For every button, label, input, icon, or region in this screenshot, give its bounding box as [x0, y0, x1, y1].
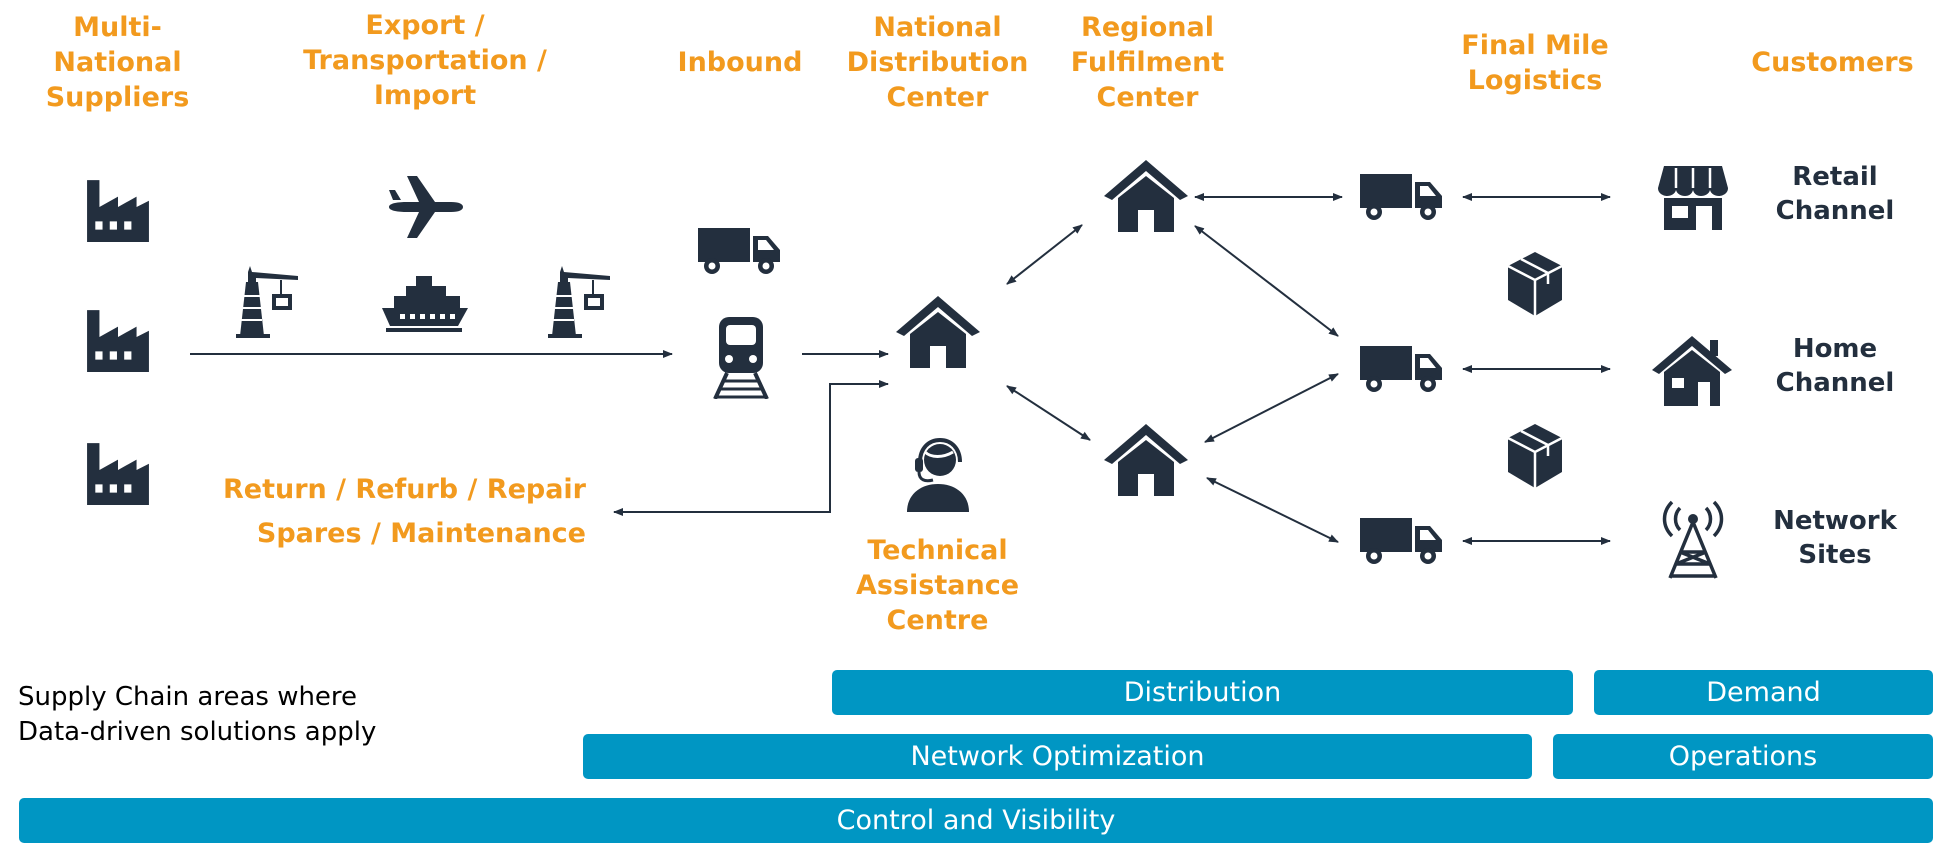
train-icon: [713, 317, 769, 399]
bar-operations: Operations: [1553, 734, 1933, 779]
truck-icon: [1360, 518, 1442, 564]
arrow-rfc2-truck3: [1206, 477, 1339, 543]
header-inbound: Inbound: [677, 47, 803, 78]
warehouse-icon: [896, 296, 980, 368]
bar-distribution: Distribution: [832, 670, 1573, 715]
arrow-ndc-rfc-bottom: [1006, 385, 1091, 441]
header-customers: Customers: [1751, 47, 1914, 78]
bar-control-visibility: Control and Visibility: [19, 798, 1933, 843]
airplane-icon: [389, 176, 463, 238]
label-spares-maintenance: Spares / Maintenance: [256, 518, 586, 549]
truck-icon: [698, 228, 780, 274]
header-ndc: National Distribution Center: [846, 12, 1029, 113]
home-icon: [1652, 336, 1732, 406]
package-icon: [1507, 252, 1563, 316]
arrow-return-path: [613, 380, 889, 516]
crane-icon: [236, 266, 298, 338]
bar-demand: Demand: [1594, 670, 1933, 715]
header-suppliers: Multi- National Suppliers: [45, 12, 190, 113]
truck-icon: [1360, 174, 1442, 220]
label-return-refurb-repair: Return / Refurb / Repair: [222, 474, 586, 505]
store-icon: [1658, 166, 1728, 230]
warehouse-icon: [1104, 424, 1188, 496]
note-data-driven-areas: Supply Chain areas where Data-driven sol…: [18, 682, 377, 747]
header-rfc: Regional Fulfilment Center: [1070, 12, 1225, 113]
factory-icon: [87, 443, 149, 505]
crane-icon: [548, 266, 610, 338]
warehouse-icon: [1104, 160, 1188, 232]
arrow-rfc1-truck2: [1194, 225, 1339, 337]
package-icon: [1507, 424, 1563, 488]
arrow-ndc-rfc-top: [1006, 224, 1083, 285]
arrow-rfc2-truck2: [1204, 373, 1339, 443]
truck-icon: [1360, 346, 1442, 392]
headset-agent-icon: [907, 438, 969, 512]
bar-network-optimization: Network Optimization: [583, 734, 1532, 779]
label-home-channel: Home Channel: [1775, 334, 1895, 398]
ship-icon: [382, 276, 468, 332]
factory-icon: [87, 310, 149, 372]
factory-icon: [87, 180, 149, 242]
label-network-sites: Network Sites: [1773, 506, 1897, 570]
header-final-mile: Final Mile Logistics: [1461, 30, 1609, 96]
header-export: Export / Transportation / Import: [303, 10, 547, 111]
label-retail-channel: Retail Channel: [1775, 162, 1895, 226]
label-technical-assistance-centre: Technical Assistance Centre: [855, 535, 1020, 636]
cell-tower-icon: [1662, 500, 1724, 579]
